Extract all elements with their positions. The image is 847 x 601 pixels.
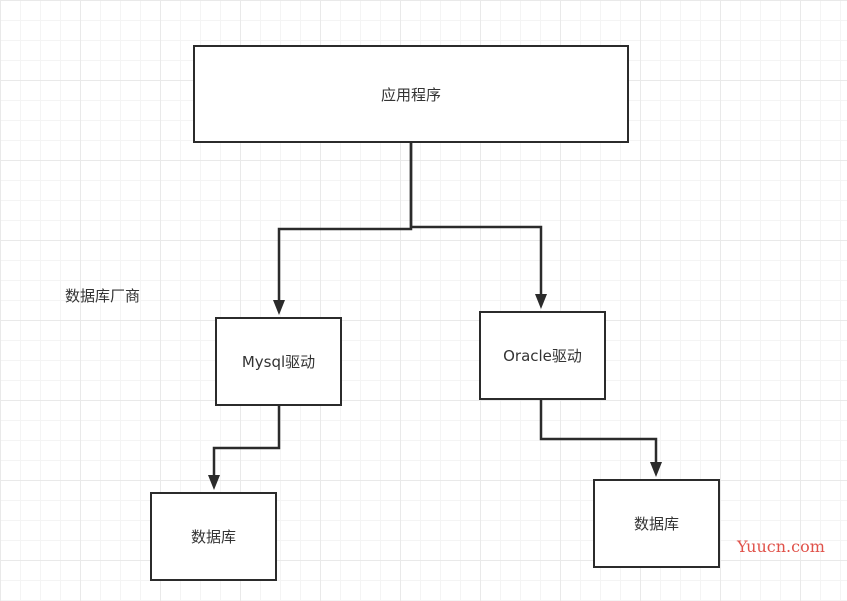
node-oracle-driver-label: Oracle驱动	[503, 347, 582, 365]
watermark-text: Yuucn.com	[737, 537, 825, 556]
arrowhead-db-left	[208, 475, 220, 490]
arrowhead-db-right	[650, 462, 662, 477]
node-database-left-label: 数据库	[190, 528, 236, 546]
node-application-label: 应用程序	[380, 85, 441, 104]
edge-mysql-to-db	[212, 406, 281, 478]
node-database-right-label: 数据库	[633, 515, 679, 533]
node-mysql-driver[interactable]: Mysql驱动	[215, 317, 342, 406]
node-application[interactable]: 应用程序	[193, 45, 629, 143]
arrowhead-mysql	[273, 300, 285, 315]
edge-oracle-to-db	[539, 400, 658, 465]
edge-app-to-oracle	[409, 143, 543, 297]
node-database-left[interactable]: 数据库	[150, 492, 277, 581]
node-oracle-driver[interactable]: Oracle驱动	[479, 311, 606, 400]
edge-app-to-mysql	[277, 143, 413, 303]
node-mysql-driver-label: Mysql驱动	[241, 353, 316, 371]
arrowhead-oracle	[535, 294, 547, 309]
vendor-label: 数据库厂商	[65, 287, 141, 305]
node-database-right[interactable]: 数据库	[593, 479, 720, 568]
